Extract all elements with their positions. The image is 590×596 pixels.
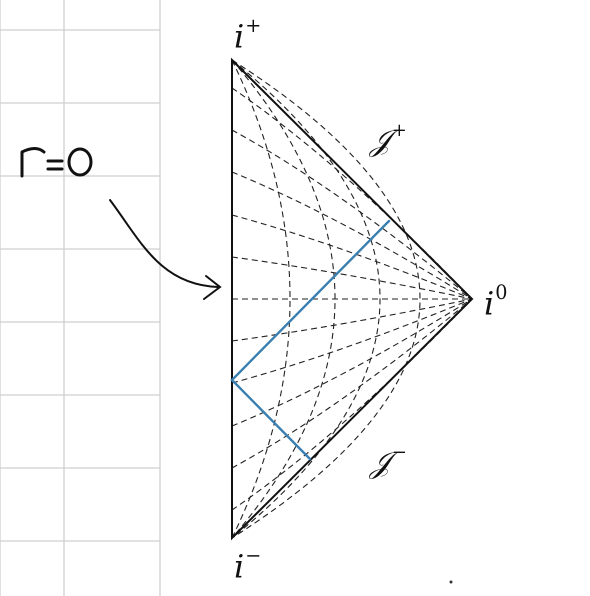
stray-dot	[449, 580, 453, 584]
graph-paper-grid	[0, 0, 161, 596]
dashed-constant-time-curve	[231, 298, 473, 469]
light-ray-path	[230, 219, 391, 461]
dashed-constant-time-curve	[231, 256, 473, 300]
dashed-coordinate-lines	[231, 59, 473, 539]
dashed-constant-radius-curve	[231, 59, 421, 539]
note-glyph-r	[20, 147, 46, 178]
dashed-constant-time-curve	[231, 87, 473, 300]
dashed-constant-time-curve	[231, 298, 473, 342]
dashed-constant-time-curve	[231, 129, 473, 300]
note-glyph-equals	[46, 159, 64, 171]
label-scri-plus: 𝒥+	[370, 120, 407, 159]
boundary-triangle	[231, 57, 474, 541]
dashed-constant-time-curve	[231, 298, 473, 511]
dashed-constant-time-curve	[231, 298, 473, 384]
dashed-constant-radius-curve	[231, 59, 336, 539]
light-ray-segment	[230, 219, 391, 461]
label-i-minus: i−	[234, 544, 262, 586]
note-glyph-zero	[67, 147, 93, 177]
dashed-constant-time-curve	[231, 171, 473, 300]
dashed-constant-radius-curve	[231, 59, 291, 539]
label-i-zero: i0	[484, 281, 508, 323]
handwritten-arrow	[109, 199, 222, 300]
dashed-constant-time-curve	[231, 298, 473, 427]
dashed-constant-radius-curve	[231, 59, 381, 539]
label-scri-minus: 𝒥−	[370, 442, 407, 481]
label-i-plus: i+	[234, 14, 262, 56]
arrow-head	[203, 275, 222, 300]
diagram-boundary	[231, 57, 474, 541]
arrow-shaft	[109, 199, 219, 288]
handwritten-note-r-equals-0	[20, 147, 93, 178]
